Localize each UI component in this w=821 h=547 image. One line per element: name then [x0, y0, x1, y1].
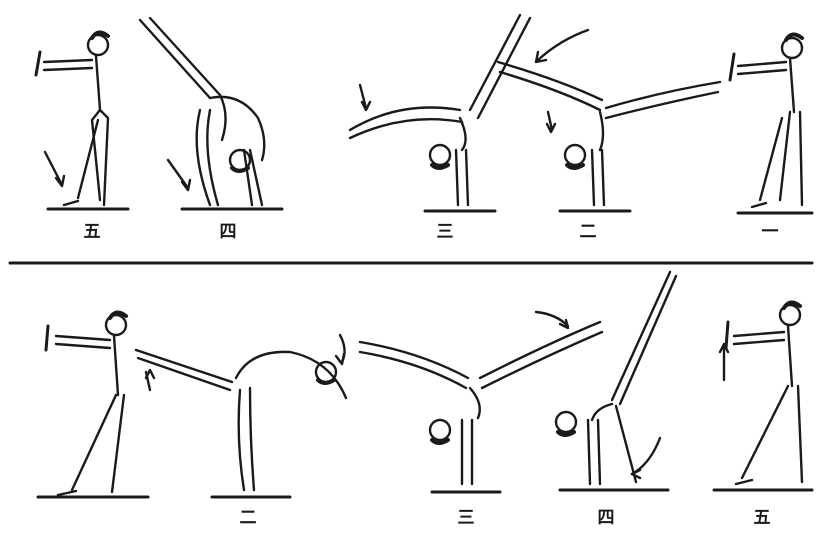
figure-label-bottom-2: 三	[446, 508, 486, 528]
figure-label-top-3: 三	[425, 222, 465, 242]
figure-label-top-1: 五	[72, 222, 112, 242]
figure-top-1-standing-arms-forward	[36, 32, 128, 209]
figure-top-3-handstand-split	[350, 15, 530, 211]
figure-bottom-4-handstand-vertical	[556, 272, 676, 490]
figure-top-5-standing-arms-forward	[730, 34, 812, 213]
figure-top-2-back-bridge	[140, 18, 282, 209]
figure-bottom-1-standing-arms-forward	[38, 312, 148, 497]
figure-bottom-3-handstand-split	[360, 312, 602, 492]
figure-label-top-2: 四	[208, 222, 248, 242]
figure-label-bottom-3: 四	[586, 508, 626, 528]
figure-label-top-4: 二	[568, 222, 608, 242]
figure-bottom-2-arch-kick	[136, 335, 346, 497]
figure-label-bottom-4: 五	[742, 508, 782, 528]
figure-label-top-5: 一	[750, 222, 790, 242]
figure-label-bottom-1: 二	[228, 508, 268, 528]
figure-bottom-5-standing-arms-forward	[714, 302, 812, 490]
figure-top-4-handstand-split	[498, 30, 720, 211]
